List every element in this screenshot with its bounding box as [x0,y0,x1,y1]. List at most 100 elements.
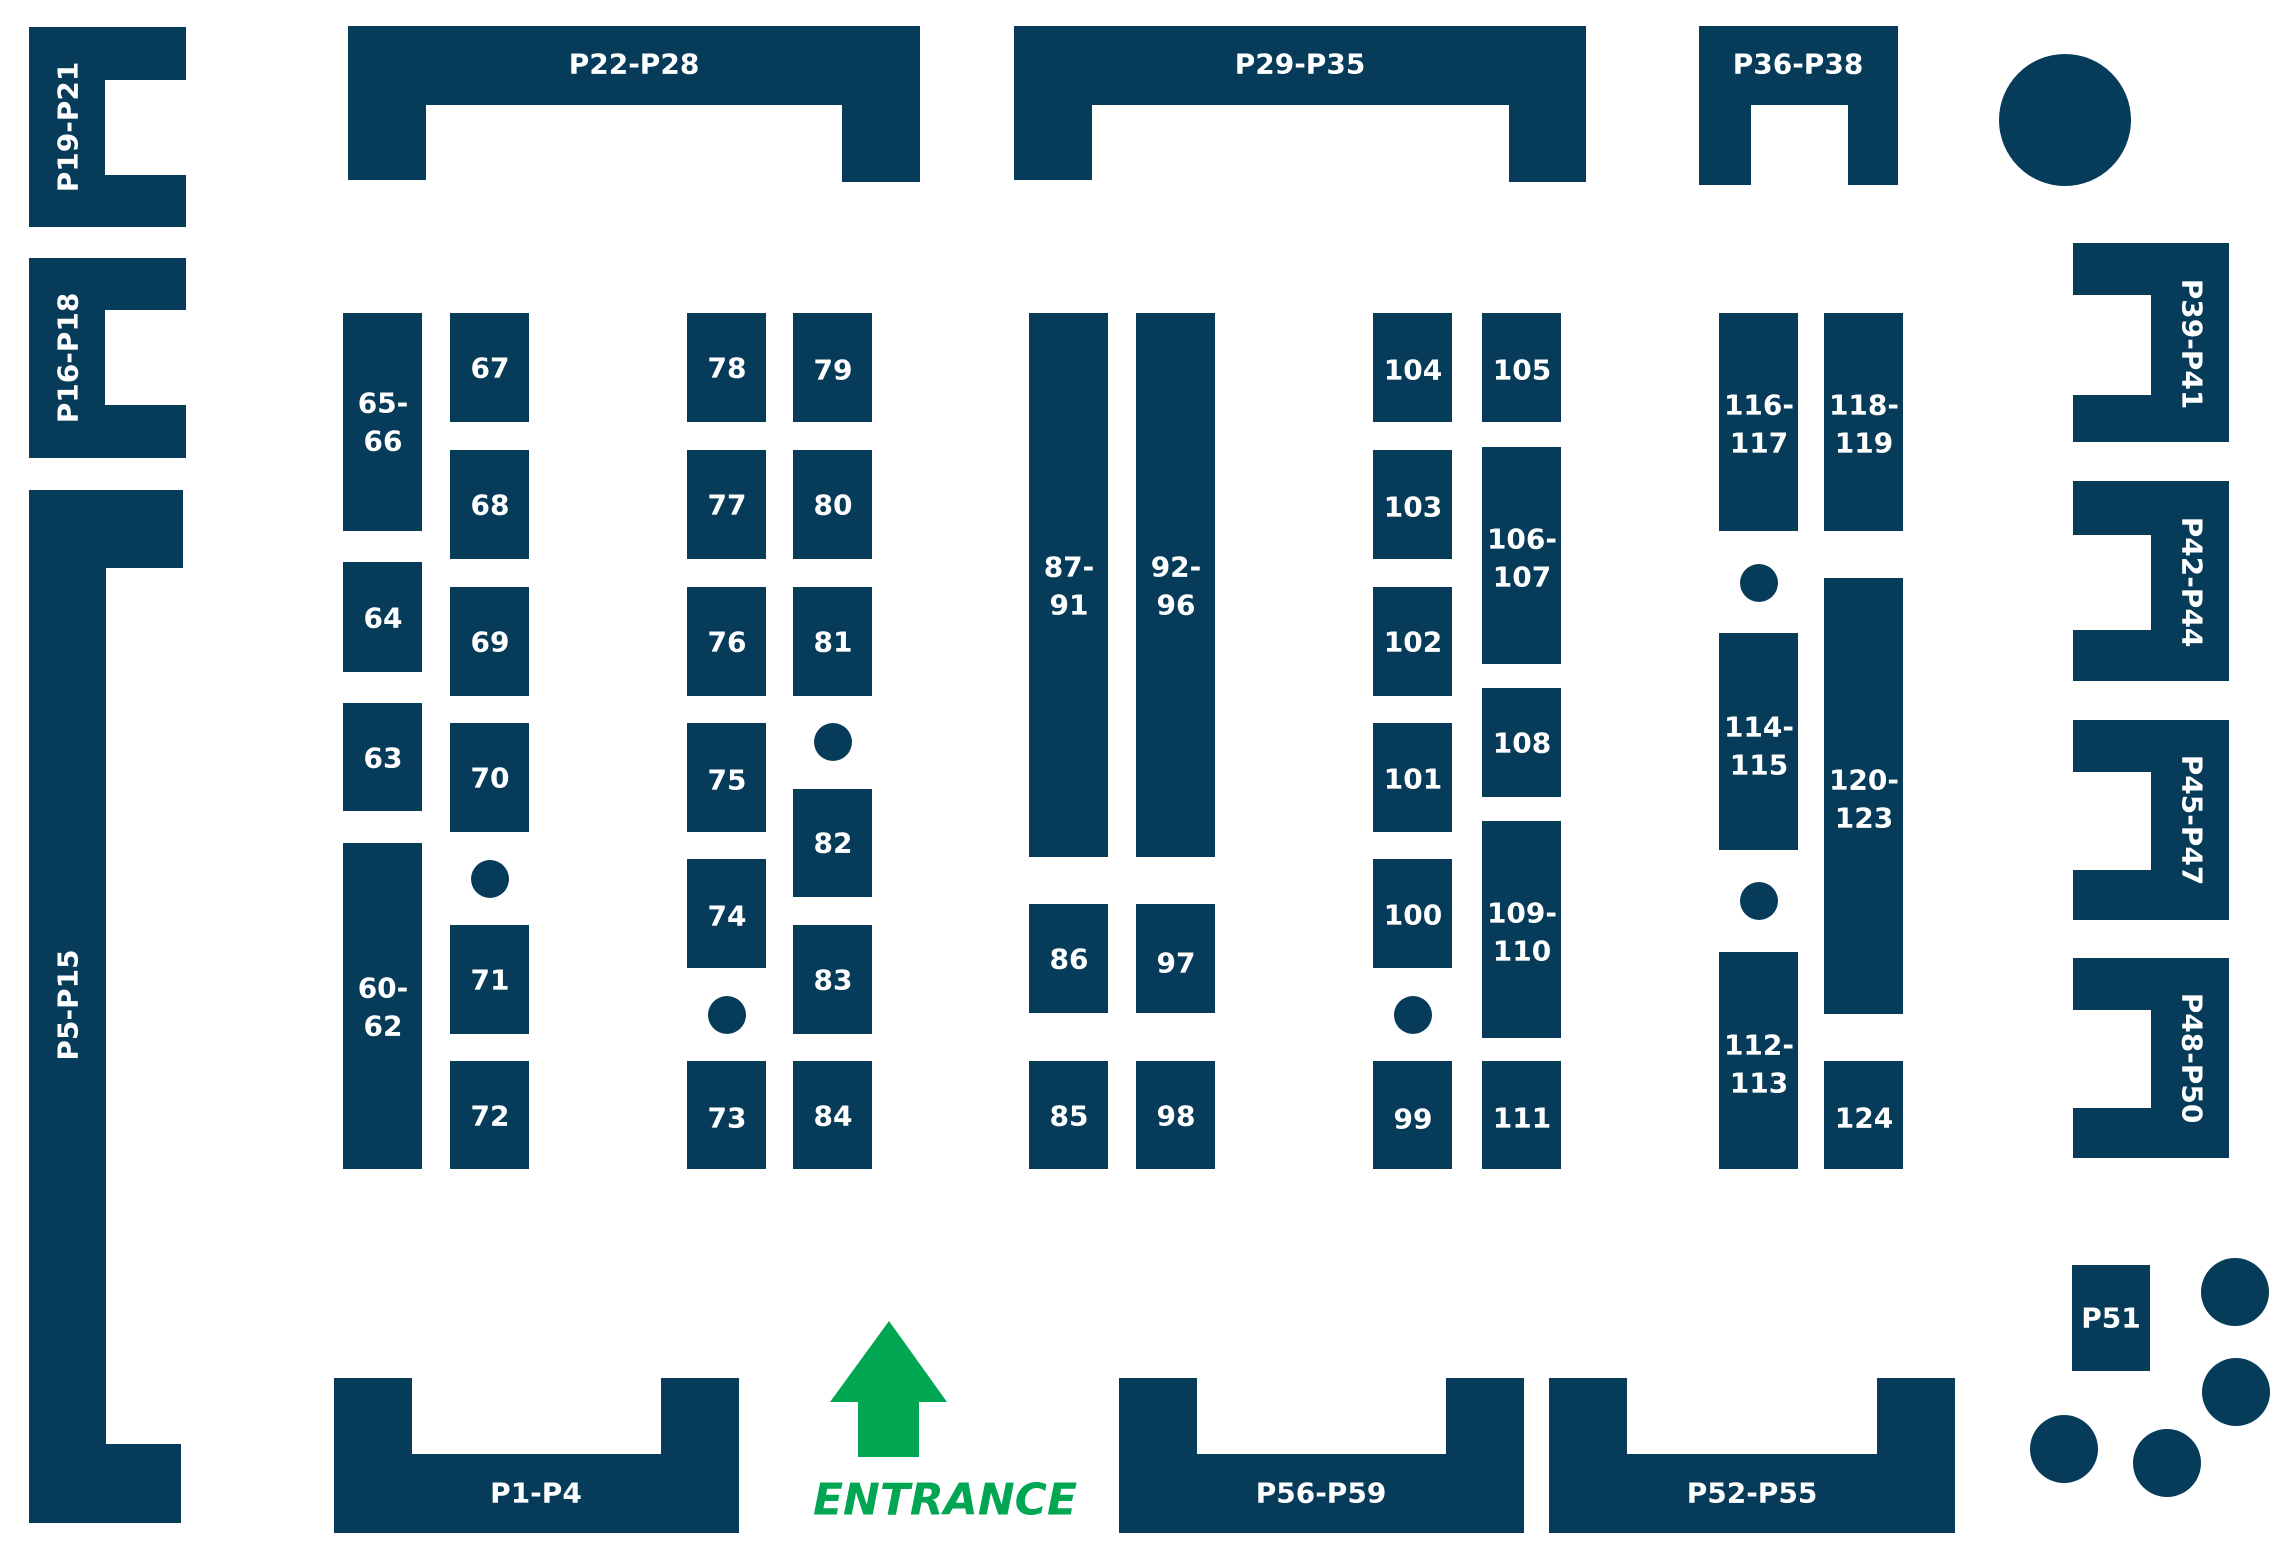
booth-label: 103 [1384,491,1442,524]
booth-label: 70 [471,762,510,795]
booth-label: 68 [471,489,510,522]
perimeter-p29-p35[interactable]: P29-P35 [1014,26,1586,182]
booth-101[interactable]: 101 [1373,723,1452,832]
booth-106-107[interactable]: 106- 107 [1482,447,1561,664]
round-table-large [1999,54,2131,186]
perimeter-p36-p38[interactable]: P36-P38 [1699,26,1898,185]
booth-124[interactable]: 124 [1824,1061,1903,1169]
booth-label: 65- [358,387,409,420]
perimeter-p42-p44[interactable]: P42-P44 [2073,481,2229,681]
booth-99[interactable]: 99 [1373,1061,1452,1169]
booth-82[interactable]: 82 [793,789,872,897]
booth-75[interactable]: 75 [687,723,766,832]
booth-label: 84 [814,1100,853,1133]
booth-label: 72 [471,1100,510,1133]
booth-label: 81 [814,626,853,659]
perimeter-p16-p18[interactable]: P16-P18 [29,258,186,458]
booth-70[interactable]: 70 [450,723,529,832]
booth-111[interactable]: 111 [1482,1061,1561,1169]
booth-81[interactable]: 81 [793,587,872,696]
label-p45-p47: P45-P47 [2176,755,2209,886]
booth-65-66[interactable]: 65- 66 [343,313,422,531]
booth-72[interactable]: 72 [450,1061,529,1169]
booth-104[interactable]: 104 [1373,313,1452,422]
booth-label: 86 [1050,943,1089,976]
booth-label: 66 [364,425,403,458]
booth-100[interactable]: 100 [1373,859,1452,968]
booth-74[interactable]: 74 [687,859,766,968]
booth-label: 116- [1724,389,1794,422]
booth-63[interactable]: 63 [343,703,422,811]
pillar-marker [471,860,509,898]
booth-64[interactable]: 64 [343,562,422,672]
pillar-marker [1394,996,1432,1034]
round-table [2030,1415,2098,1483]
booth-label: 124 [1835,1102,1893,1135]
booth-label: 109- [1487,897,1557,930]
booth-102[interactable]: 102 [1373,587,1452,696]
booth-112-113[interactable]: 112- 113 [1719,952,1798,1169]
booth-label: 100 [1384,899,1442,932]
booth-label: 112- [1724,1029,1794,1062]
booth-118-119[interactable]: 118- 119 [1824,313,1903,531]
booth-120-123[interactable]: 120- 123 [1824,578,1903,1014]
booth-71[interactable]: 71 [450,925,529,1034]
entrance-arrow-icon [830,1321,947,1457]
booth-67[interactable]: 67 [450,313,529,422]
booth-85[interactable]: 85 [1029,1061,1108,1169]
booth-73[interactable]: 73 [687,1061,766,1169]
booth-60-62[interactable]: 60- 62 [343,843,422,1169]
booth-84[interactable]: 84 [793,1061,872,1169]
booth-69[interactable]: 69 [450,587,529,696]
booth-label: 67 [471,352,510,385]
label-p22-p28: P22-P28 [569,48,700,81]
booth-92-96[interactable]: 92- 96 [1136,313,1215,857]
label-p51: P51 [2081,1302,2141,1335]
pillar-marker [1740,882,1778,920]
booth-86[interactable]: 86 [1029,904,1108,1013]
booth-label: 99 [1394,1103,1433,1136]
label-p52-p55: P52-P55 [1687,1477,1818,1510]
booth-label: 105 [1493,354,1551,387]
booth-78[interactable]: 78 [687,313,766,422]
booth-97[interactable]: 97 [1136,904,1215,1013]
perimeter-p48-p50[interactable]: P48-P50 [2073,958,2229,1158]
booth-label: 82 [814,827,853,860]
booth-83[interactable]: 83 [793,925,872,1034]
booth-98[interactable]: 98 [1136,1061,1215,1169]
booth-114-115[interactable]: 114- 115 [1719,633,1798,850]
booth-label: 91 [1050,589,1089,622]
booth-label: 69 [471,626,510,659]
booth-87-91[interactable]: 87- 91 [1029,313,1108,857]
booth-108[interactable]: 108 [1482,688,1561,797]
perimeter-p19-p21[interactable]: P19-P21 [29,27,186,227]
booth-77[interactable]: 77 [687,450,766,559]
booth-label: 97 [1157,947,1196,980]
perimeter-p52-p55[interactable]: P52-P55 [1549,1378,1955,1533]
booth-105[interactable]: 105 [1482,313,1561,422]
booth-label: 64 [364,602,403,635]
booth-label: 106- [1487,523,1557,556]
perimeter-p1-p4[interactable]: P1-P4 [334,1378,739,1533]
booth-label: 76 [708,626,747,659]
perimeter-p39-p41[interactable]: P39-P41 [2073,243,2229,442]
perimeter-p51[interactable]: P51 [2072,1265,2150,1371]
booth-76[interactable]: 76 [687,587,766,696]
booth-label: 114- [1724,711,1794,744]
booth-79[interactable]: 79 [793,313,872,422]
booth-label: 62 [364,1010,403,1043]
booth-80[interactable]: 80 [793,450,872,559]
booth-116-117[interactable]: 116- 117 [1719,313,1798,531]
label-p39-p41: P39-P41 [2176,279,2209,410]
booth-label: 123 [1835,802,1893,835]
booth-label: 98 [1157,1100,1196,1133]
booth-103[interactable]: 103 [1373,450,1452,559]
perimeter-p45-p47[interactable]: P45-P47 [2073,720,2229,920]
booth-109-110[interactable]: 109- 110 [1482,821,1561,1038]
perimeter-p22-p28[interactable]: P22-P28 [348,26,920,182]
perimeter-p56-p59[interactable]: P56-P59 [1119,1378,1524,1533]
perimeter-p5-p15[interactable]: P5-P15 [29,490,183,1523]
round-table [2201,1258,2269,1326]
booth-68[interactable]: 68 [450,450,529,559]
label-p16-p18: P16-P18 [52,293,85,424]
